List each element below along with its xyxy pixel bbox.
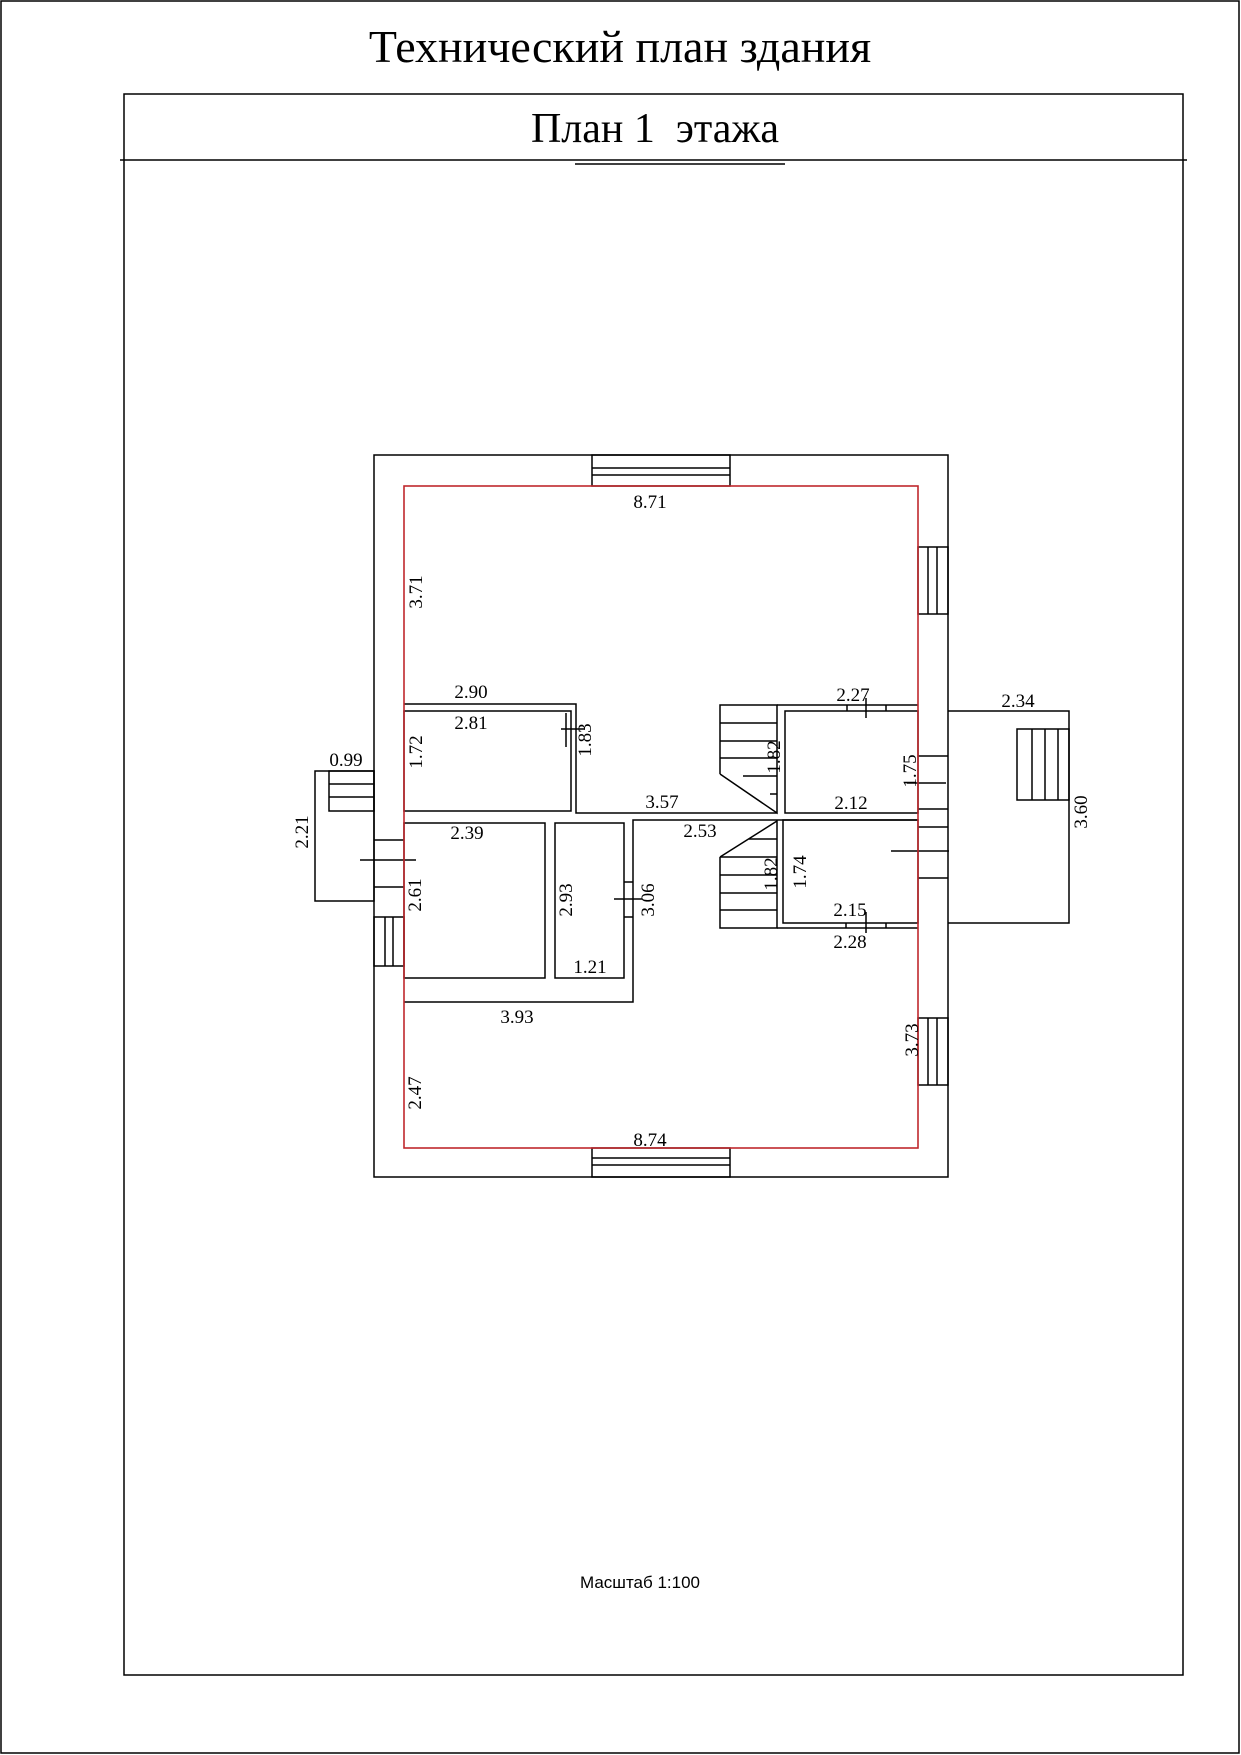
dim-porch-right-width: 2.34 [1001,691,1035,712]
dim-corridor-top: 3.57 [645,792,678,813]
dim-room3-left: 2.93 [556,883,577,916]
building-plan [314,454,1070,1178]
dim-room5-left: 1.74 [790,855,811,889]
dim-room2-top: 2.39 [450,823,483,844]
dim-left-lower: 2.47 [405,1076,426,1109]
dim-hall-top: 3.93 [500,1007,533,1028]
area-boundary [403,485,919,1149]
dim-room5-bottom-outer: 2.28 [833,932,866,953]
dim-room4-right: 1.75 [900,754,921,787]
dim-porch-left-height: 2.21 [292,815,313,848]
dim-room5-bottom-inner: 2.15 [833,900,866,921]
dim-porch-left-width: 0.99 [329,750,362,771]
window-left [373,916,405,967]
porch-left-steps [328,770,375,812]
dim-room1-top-inner: 2.81 [454,713,487,734]
dim-room1-top-outer: 2.90 [454,682,487,703]
dim-room3-right: 3.06 [638,883,659,916]
dim-room4-top: 2.27 [836,685,869,706]
dim-corridor-bottom: 2.53 [683,821,716,842]
dim-left-upper: 3.71 [406,575,427,608]
room-3 [404,819,918,1003]
dimension-labels: 8.71 8.74 3.71 2.90 2.81 1.83 1.72 0.99 … [292,492,1092,1151]
dim-top-outer: 8.71 [633,492,666,513]
dim-room1-right: 1.83 [575,723,596,756]
window-top [591,454,731,487]
dim-room3-bottom: 1.21 [573,957,606,978]
sheet-title: План 1 этажа [531,106,779,152]
porch-left [314,770,416,902]
dim-right-lower: 3.73 [902,1023,923,1056]
window-bottom [591,1147,731,1178]
dim-room2-left: 2.61 [405,878,426,911]
scale-label: Масштаб 1:100 [580,1573,700,1592]
sheet-frame [123,93,1184,1676]
porch-right-steps [1016,728,1070,801]
entrance-doors-right [891,755,949,879]
dim-stair-lower: 1.82 [761,857,782,890]
dim-bottom-outer: 8.74 [633,1130,667,1151]
dim-stair-upper: 1.82 [764,740,785,773]
dim-room4-bottom: 2.12 [834,793,867,814]
document-title: Технический план здания [369,21,871,72]
dim-room1-left: 1.72 [406,735,427,768]
dim-porch-right-height: 3.60 [1071,795,1092,828]
outer-wall [373,454,949,1178]
window-right-upper [917,546,949,615]
porch-right [948,710,1070,924]
